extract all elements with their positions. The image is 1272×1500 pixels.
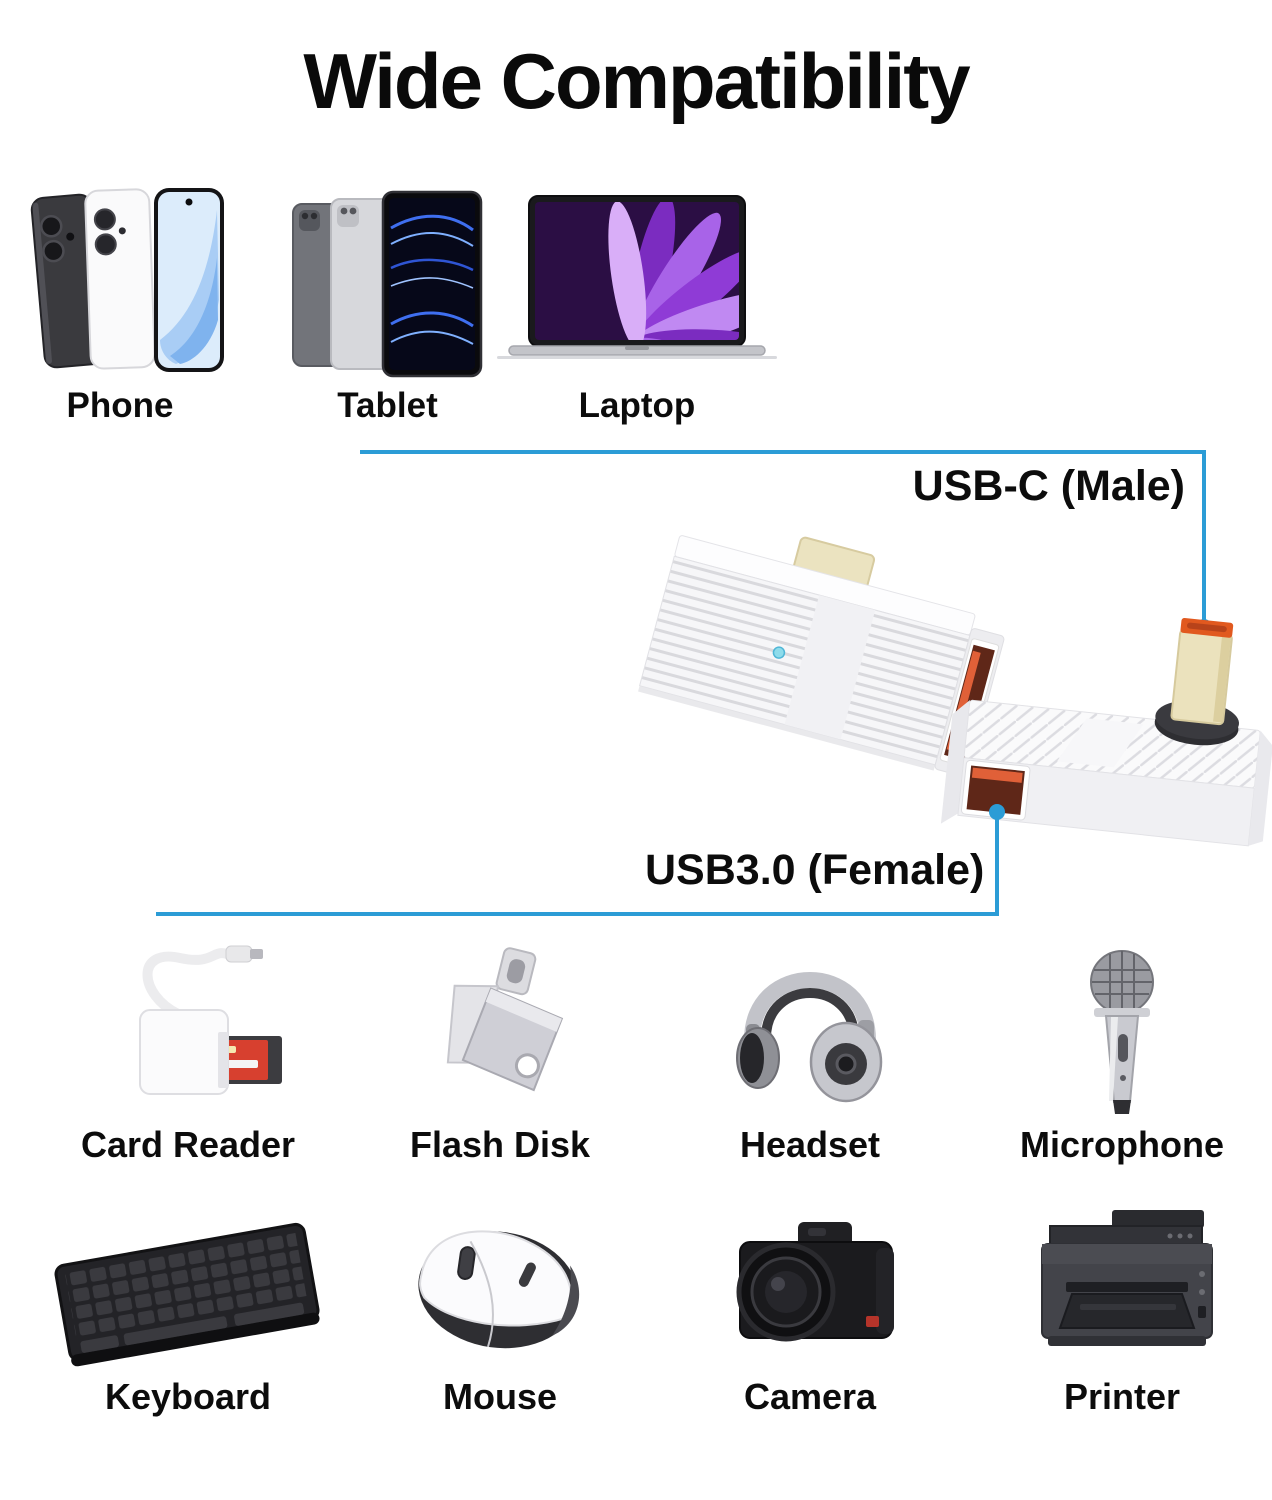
phone-label: Phone <box>66 386 174 425</box>
camera-icon <box>736 1222 894 1342</box>
mouse-icon <box>418 1230 580 1349</box>
usb-c-callout-line-vertical <box>1202 450 1206 622</box>
usb-c-plug <box>1154 617 1239 746</box>
peripheral-flash-disk: Flash Disk <box>340 932 660 1166</box>
keyboard-label: Keyboard <box>104 1376 272 1417</box>
peripheral-headset: Headset <box>650 932 970 1166</box>
microphone-label: Microphone <box>1020 1124 1224 1165</box>
phone-icon <box>30 188 224 372</box>
microphone-icon <box>1090 950 1154 1114</box>
host-laptop: Laptop <box>487 180 787 430</box>
page-title: Wide Compatibility <box>303 37 970 125</box>
peripheral-mouse: Mouse <box>340 1200 660 1418</box>
peripheral-card-reader: Card Reader <box>28 932 348 1166</box>
usb3-callout-line-vertical <box>995 812 999 914</box>
host-tablet: Tablet <box>285 180 490 430</box>
flash-disk-icon <box>446 947 564 1092</box>
usb-c-callout-line-horizontal <box>360 450 1206 454</box>
headset-icon <box>736 972 883 1103</box>
host-phone: Phone <box>8 180 232 430</box>
printer-icon <box>1041 1210 1213 1346</box>
headset-label: Headset <box>739 1124 881 1165</box>
card-reader-label: Card Reader <box>80 1124 296 1165</box>
flash-disk-label: Flash Disk <box>409 1124 591 1165</box>
tablet-label: Tablet <box>337 386 438 425</box>
peripheral-camera: Camera <box>650 1200 970 1418</box>
mouse-label: Mouse <box>442 1376 557 1417</box>
adapter-right <box>940 617 1272 847</box>
tablet-icon <box>292 190 483 378</box>
card-reader-icon <box>139 945 282 1095</box>
peripheral-keyboard: Keyboard <box>28 1200 348 1418</box>
printer-label: Printer <box>1063 1376 1181 1417</box>
adapter-product-image <box>638 535 1272 847</box>
laptop-label: Laptop <box>578 386 696 425</box>
laptop-icon <box>497 195 777 359</box>
usb3-female-label: USB3.0 (Female) <box>645 846 985 894</box>
usb3-callout-line-horizontal <box>156 912 999 916</box>
peripheral-printer: Printer <box>962 1200 1272 1418</box>
keyboard-icon <box>54 1222 320 1367</box>
camera-label: Camera <box>743 1376 877 1417</box>
usb-c-male-label: USB-C (Male) <box>912 462 1185 510</box>
adapter-left <box>638 535 1005 778</box>
peripheral-microphone: Microphone <box>962 932 1272 1166</box>
